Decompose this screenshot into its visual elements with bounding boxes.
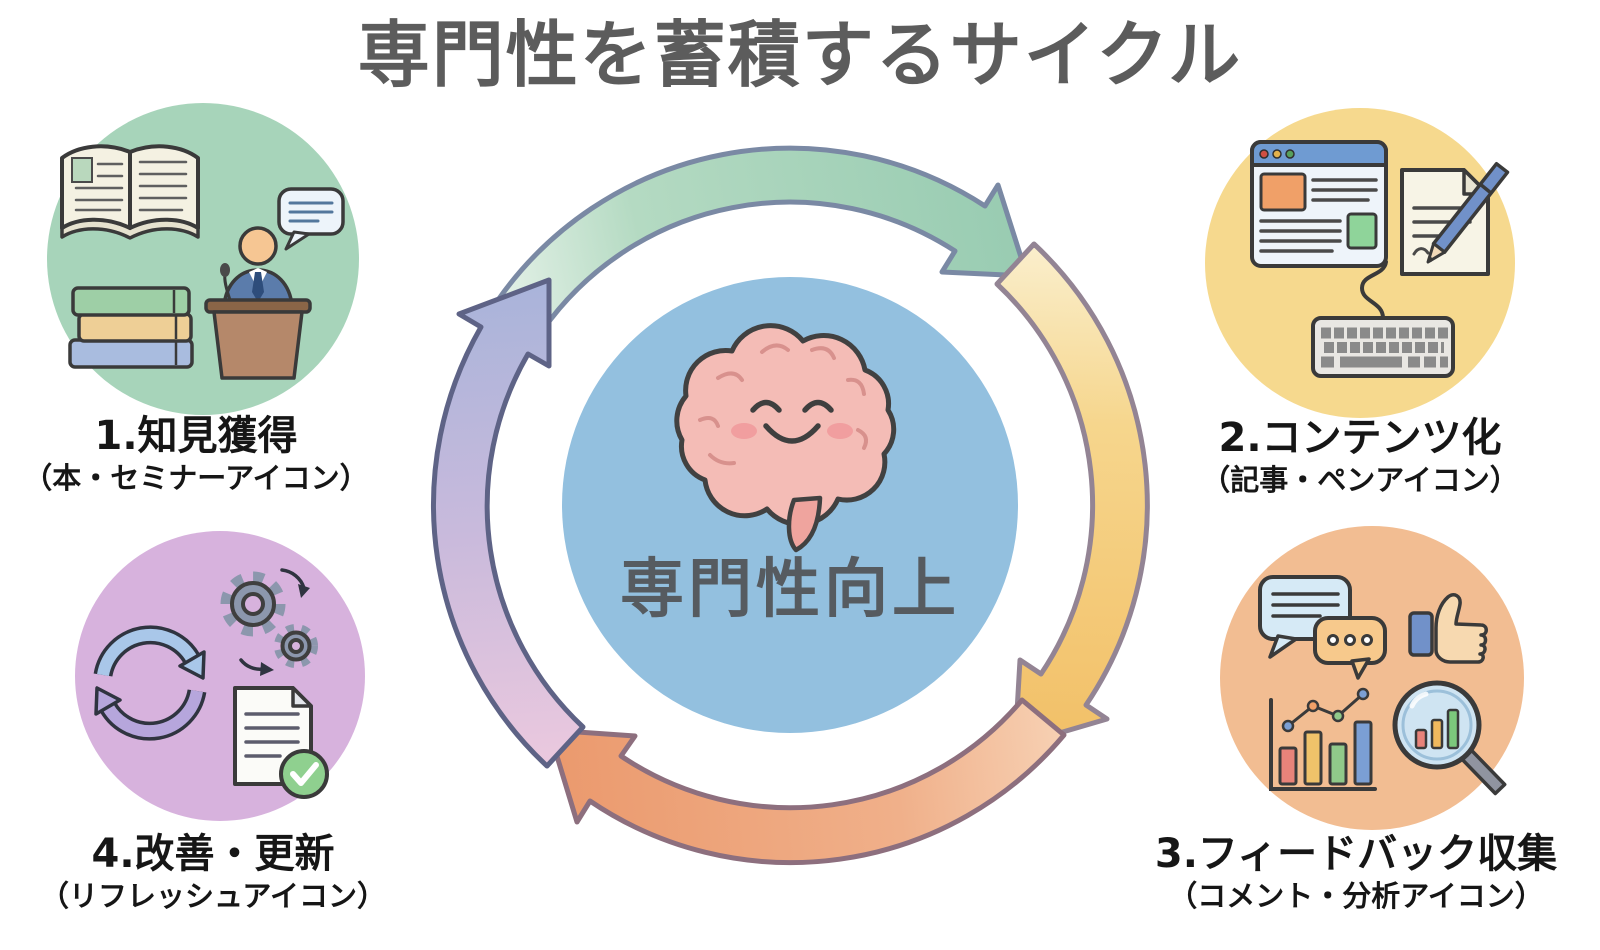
brain-face bbox=[731, 399, 853, 444]
cycle-arrow-top bbox=[495, 145, 1030, 334]
step4-circle bbox=[75, 531, 365, 821]
smiling-brain-icon bbox=[674, 323, 897, 553]
step1-subtitle: （本・セミナーアイコン） bbox=[23, 461, 369, 495]
step3-circle bbox=[1220, 526, 1524, 830]
book-stack-icon bbox=[68, 286, 194, 369]
open-book-icon bbox=[60, 144, 200, 240]
brain-stem bbox=[786, 495, 823, 553]
bar-chart-icon bbox=[1269, 687, 1377, 791]
center-circle bbox=[562, 277, 1018, 733]
chat-bubbles-icon bbox=[1258, 575, 1387, 680]
step1-title: 1.知見獲得 bbox=[94, 413, 298, 459]
cycle-arrow-left bbox=[431, 277, 586, 769]
step2-subtitle: （記事・ペンアイコン） bbox=[1201, 463, 1519, 497]
brain-folds bbox=[698, 343, 868, 466]
speaker-podium-icon bbox=[204, 226, 312, 380]
step3-title: 3.フィードバック収集 bbox=[1154, 831, 1558, 877]
browser-article-icon bbox=[1250, 140, 1388, 268]
step4-label: 4.改善・更新 （リフレッシュアイコン） bbox=[0, 830, 463, 914]
step1-label: 1.知見獲得 （本・セミナーアイコン） bbox=[0, 412, 446, 496]
thumbs-up-icon bbox=[1408, 593, 1488, 664]
diagram-title: 専門性を蓄積するサイクル bbox=[357, 13, 1243, 97]
refresh-arrows-icon bbox=[93, 625, 207, 741]
gears-icon bbox=[220, 568, 318, 676]
speech-bubble-icon bbox=[277, 187, 345, 251]
step4-subtitle: （リフレッシュアイコン） bbox=[40, 879, 386, 913]
step2-circle bbox=[1205, 108, 1515, 418]
cycle-arrow-bottom bbox=[546, 697, 1067, 866]
step3-label: 3.フィードバック収集 （コメント・分析アイコン） bbox=[1106, 830, 1600, 914]
magnifier-analytics-icon bbox=[1392, 680, 1507, 796]
center-label: 専門性向上 bbox=[620, 553, 960, 627]
document-check-icon bbox=[233, 686, 329, 799]
paper-and-pen-icon bbox=[1400, 161, 1510, 276]
step1-circle bbox=[47, 103, 359, 415]
step2-label: 2.コンテンツ化 （記事・ペンアイコン） bbox=[1110, 414, 1600, 498]
keyboard-icon bbox=[1311, 260, 1455, 378]
cycle-arrow-right bbox=[994, 241, 1150, 749]
step4-title: 4.改善・更新 bbox=[91, 831, 335, 877]
step3-subtitle: （コメント・分析アイコン） bbox=[1168, 879, 1544, 913]
step2-title: 2.コンテンツ化 bbox=[1218, 415, 1502, 461]
